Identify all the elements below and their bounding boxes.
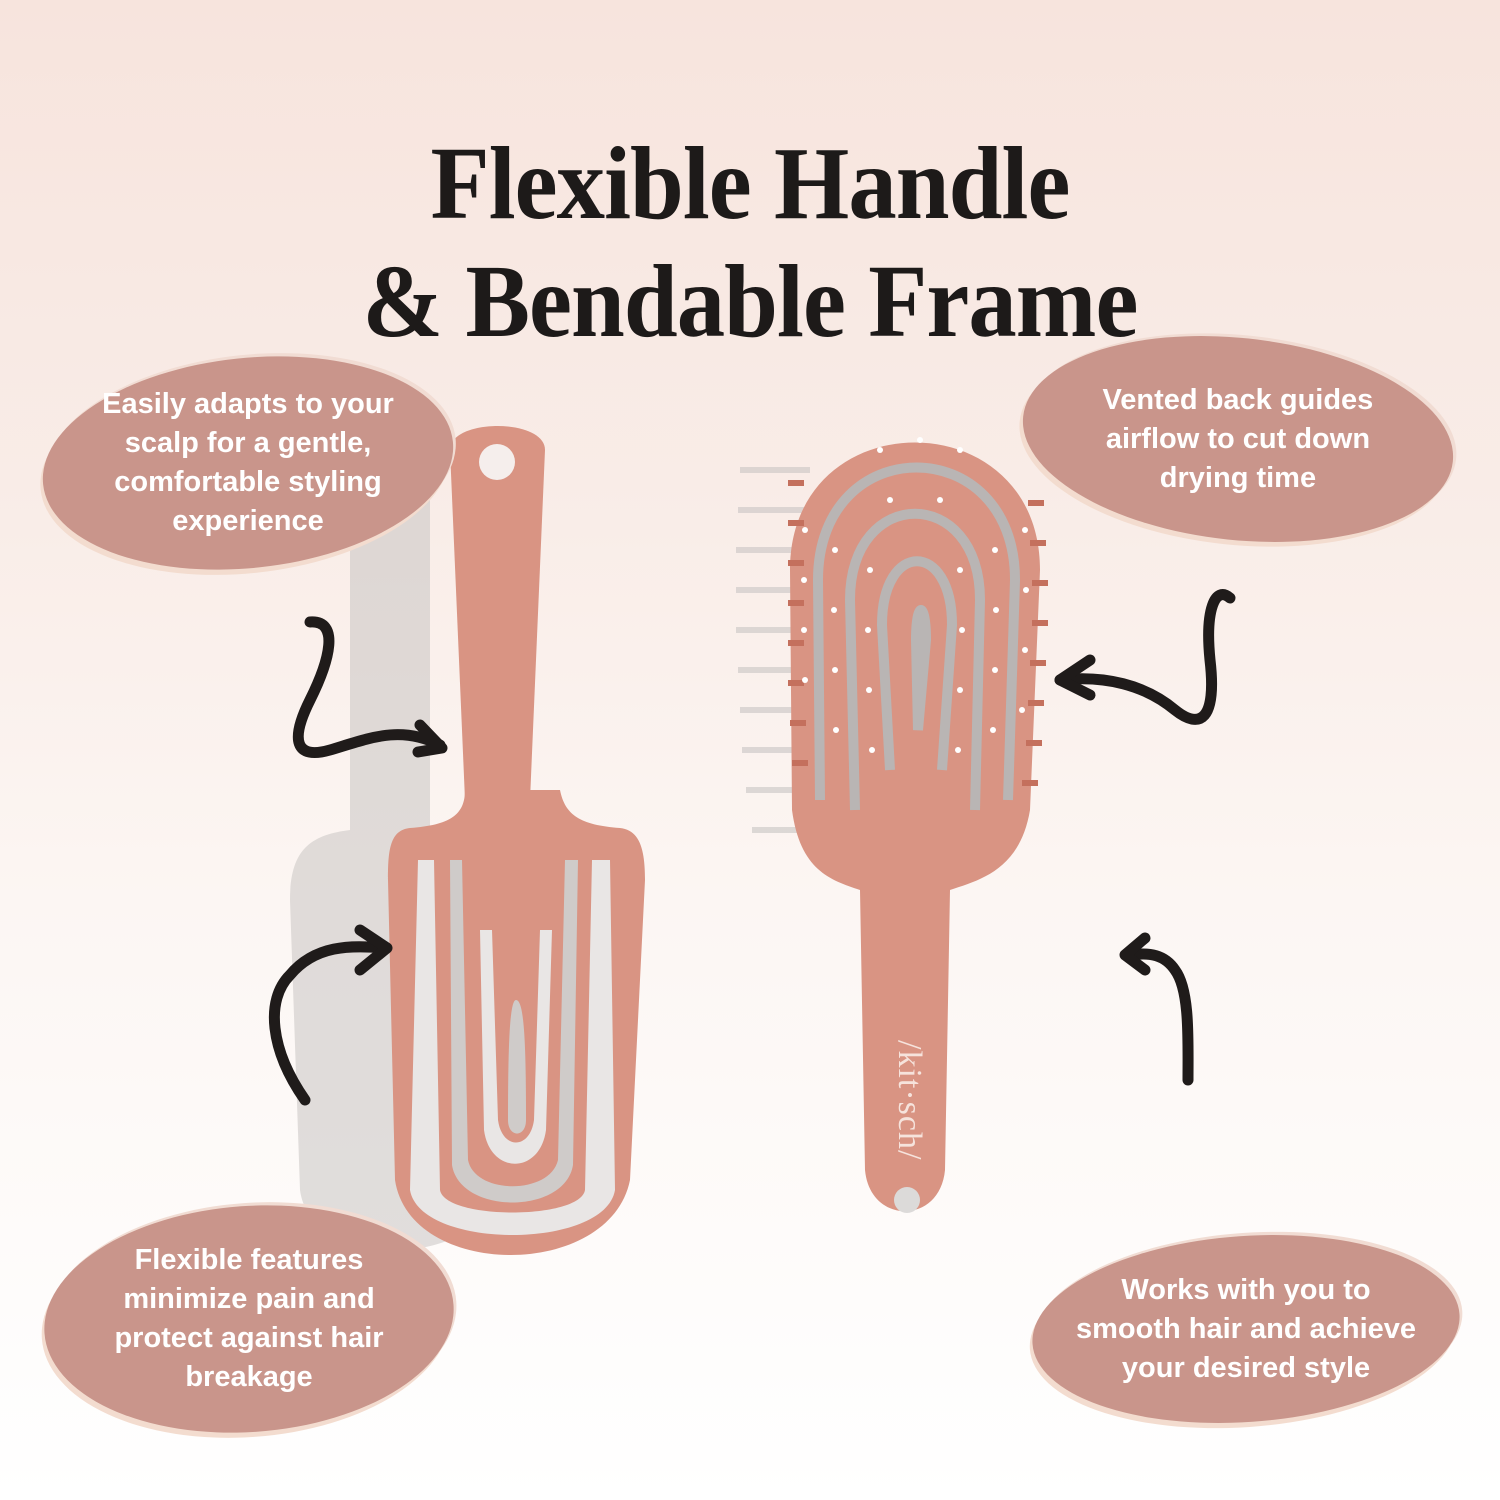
brush-handle [450, 426, 545, 800]
brush-back-view [290, 426, 645, 1255]
curved-arrow-left-icon [1054, 589, 1236, 725]
callout-text: Vented back guides airflow to cut down d… [1102, 383, 1374, 494]
curved-arrow-up-right-icon [268, 924, 393, 1106]
brush-front-view [736, 437, 1048, 1213]
curved-arrow-up-left-icon [1119, 932, 1194, 1086]
page-title: Flexible Handle & Bendable Frame [53, 125, 1448, 361]
hang-hole-icon [479, 444, 515, 480]
title-line-2: & Bendable Frame [362, 243, 1139, 359]
hang-hole-icon [894, 1187, 920, 1213]
curved-arrow-right-icon [292, 616, 448, 759]
brand-logo: /kit·sch/ [891, 1040, 928, 1161]
callout-text: Flexible features minimize pain and prot… [114, 1244, 384, 1393]
callout-text: Easily adapts to your scalp for a gentle… [102, 388, 394, 537]
title-line-1: Flexible Handle [430, 125, 1071, 241]
callout-text: Works with you to smooth hair and achiev… [1075, 1273, 1417, 1384]
callout-smooth: Works with you to smooth hair and achiev… [1026, 1221, 1466, 1437]
